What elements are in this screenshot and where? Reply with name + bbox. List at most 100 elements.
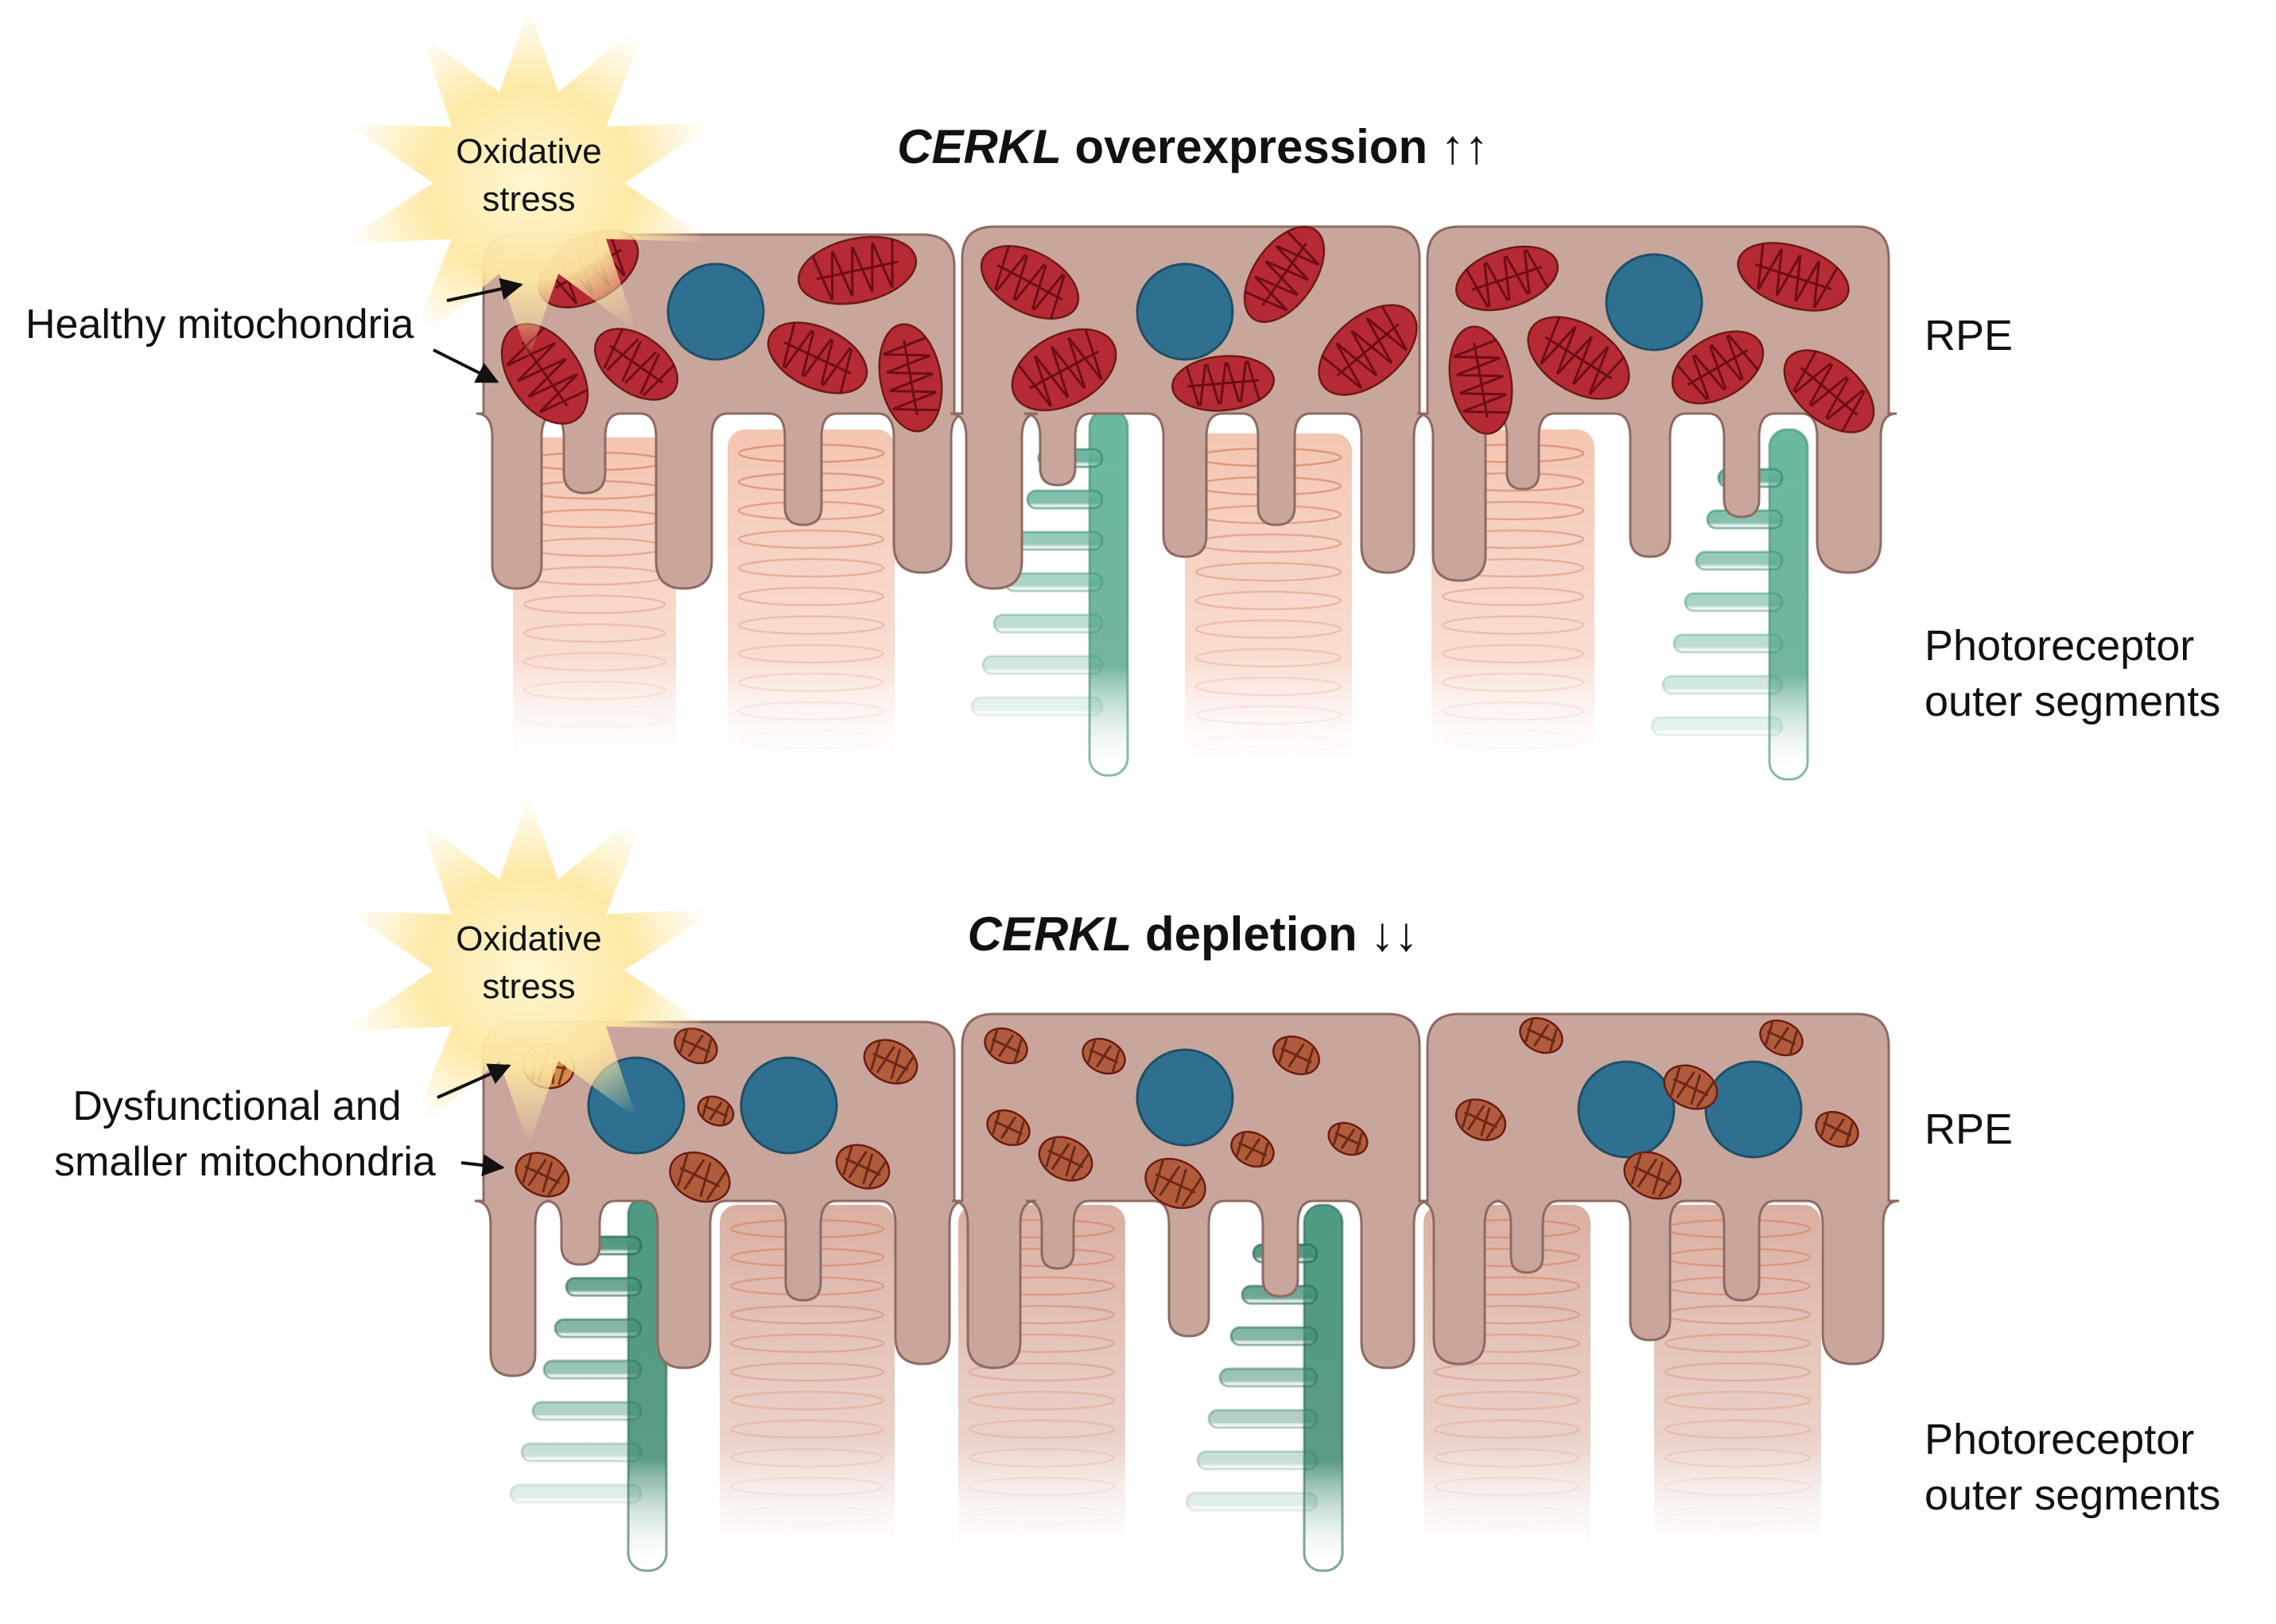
mitochondrion-crista xyxy=(1467,1116,1478,1131)
mitochondrion-crista xyxy=(868,1172,880,1187)
mitochondrion-crista xyxy=(1033,290,1050,311)
small-dysfunctional-mitochondrion xyxy=(984,1027,1028,1065)
mitochondrion-crista xyxy=(1824,266,1839,289)
mitochondrion-crista xyxy=(1792,1031,1798,1045)
mitochondrion-crista xyxy=(782,343,790,367)
mitochondrion-crista xyxy=(1516,274,1529,295)
mitochondrion-crista xyxy=(1794,277,1800,302)
mitochondrion-crista xyxy=(1186,365,1194,387)
mitochondrion-crista xyxy=(677,1167,685,1187)
healthy-mitochondrion xyxy=(1737,242,1850,312)
mitochondrion-crista xyxy=(1068,337,1086,360)
mitochondrion-crista xyxy=(1695,1093,1707,1108)
rod-disc xyxy=(729,1476,885,1497)
mitochondrion-crista xyxy=(688,1044,697,1057)
mitochondrion-crista xyxy=(704,1095,710,1108)
mitochondrion-crista xyxy=(536,1159,547,1174)
mitochondrion-crista xyxy=(630,340,642,363)
mitochondrion-crista xyxy=(811,254,824,279)
mitochondrion-crista xyxy=(1699,375,1710,400)
mitochondrion-crista xyxy=(996,271,1013,291)
panel-title: CERKL overexpression ↑↑ xyxy=(897,120,1489,173)
mitochondrion-crista xyxy=(1465,268,1478,289)
rod-disc xyxy=(1441,729,1585,750)
cone-outer-segment xyxy=(970,408,1129,777)
mitochondrion-matrix xyxy=(1261,243,1307,306)
rod-disc xyxy=(737,701,885,721)
mitochondrion-crista xyxy=(1556,354,1576,375)
mitochondrion-crista xyxy=(1820,1122,1827,1136)
mitochondrion-crista xyxy=(706,1039,713,1053)
stress-label-line2: stress xyxy=(482,180,575,219)
mitochondrion-crista xyxy=(693,1159,705,1176)
mitochondrion-crista xyxy=(911,390,937,394)
mitochondrion-crista xyxy=(1079,1152,1090,1167)
mitochondrion-crista xyxy=(1525,249,1539,270)
mitochondrion-crista xyxy=(1588,369,1600,395)
rod-disc xyxy=(968,1362,1116,1382)
mitochondrion-crista xyxy=(1012,276,1022,300)
mitochondrion-crista xyxy=(915,408,940,412)
mitochondrion-crista xyxy=(1768,1020,1774,1034)
rod-disc xyxy=(729,1304,885,1325)
mitochondrion-crista xyxy=(682,1152,689,1171)
small-dysfunctional-mitochondrion xyxy=(697,1095,735,1127)
photoreceptor-label-line2: outer segments xyxy=(1925,1471,2220,1519)
mitochondrion-crista xyxy=(557,1066,565,1086)
mitochondrion-crista xyxy=(1485,262,1498,283)
mitochondrion-crista xyxy=(1047,274,1064,293)
mitochondrion-crista xyxy=(724,1105,730,1117)
nucleus xyxy=(1136,262,1234,361)
mitochondrion-matrix xyxy=(1633,1165,1672,1186)
mitochondrion-crista xyxy=(860,268,873,293)
mitochondrion-crista xyxy=(1707,371,1725,390)
mitochondrion-crista xyxy=(1820,363,1833,387)
mitochondrion-crista xyxy=(883,353,908,356)
mitochondrion-matrix xyxy=(1463,1111,1498,1129)
mitochondrion-crista xyxy=(1004,1035,1014,1047)
mitochondrion-crista xyxy=(892,408,918,411)
mitochondrion-crista xyxy=(1792,370,1807,392)
small-dysfunctional-mitochondrion xyxy=(1230,1130,1275,1168)
mitochondrion-crista xyxy=(1288,1054,1298,1067)
rod-disc xyxy=(1664,1476,1812,1497)
rod-disc xyxy=(522,680,666,701)
mitochondrion-crista xyxy=(1090,1038,1097,1052)
small-dysfunctional-mitochondrion xyxy=(1455,1098,1507,1141)
mitochondrion-crista xyxy=(1366,317,1389,336)
rod-disc xyxy=(522,651,666,672)
small-dysfunctional-mitochondrion xyxy=(835,1144,891,1190)
cone-lamella xyxy=(553,1318,643,1338)
mitochondrion-crista xyxy=(1474,339,1497,350)
healthy-mitochondrion xyxy=(500,323,589,425)
mitochondrion-crista xyxy=(621,359,633,382)
mitochondrion-crista xyxy=(876,1160,887,1175)
mitochondrion-crista xyxy=(1572,359,1584,385)
rod-disc xyxy=(1433,1390,1581,1411)
mitochondrion-crista xyxy=(1776,274,1790,296)
mitochondrion-crista xyxy=(1182,1190,1194,1206)
mitochondrion-crista xyxy=(1301,247,1320,266)
mitochondrion-crista xyxy=(907,355,930,366)
mitochondrion-crista xyxy=(1676,1083,1688,1099)
mitochondrion-crista xyxy=(1815,261,1820,286)
mitochondrion-crista xyxy=(1773,1036,1783,1049)
mitochondrion-crista xyxy=(784,348,800,368)
cone-lamella xyxy=(1196,1450,1319,1471)
mitochondrion-crista xyxy=(1844,1133,1851,1148)
rod-disc xyxy=(1664,1333,1812,1354)
mitochondrion-crista xyxy=(891,262,894,288)
mitochondrion-crista xyxy=(1051,346,1070,369)
mitochondrion-crista xyxy=(1645,1158,1657,1175)
rod-disc xyxy=(1441,701,1585,721)
mitochondrion-crista xyxy=(1606,356,1625,377)
mitochondrion-matrix xyxy=(816,260,899,281)
mitochondrion-crista xyxy=(1013,1050,1020,1064)
cone-lamella xyxy=(992,613,1104,634)
mitochondrion-crista xyxy=(1777,248,1783,274)
mitochondrion-crista xyxy=(1179,1168,1187,1187)
rod-body xyxy=(1654,1205,1821,1571)
mitochondrion-matrix xyxy=(1473,342,1489,418)
mitochondrion-crista xyxy=(1806,260,1820,283)
healthy-mitochondrion xyxy=(1671,330,1765,405)
